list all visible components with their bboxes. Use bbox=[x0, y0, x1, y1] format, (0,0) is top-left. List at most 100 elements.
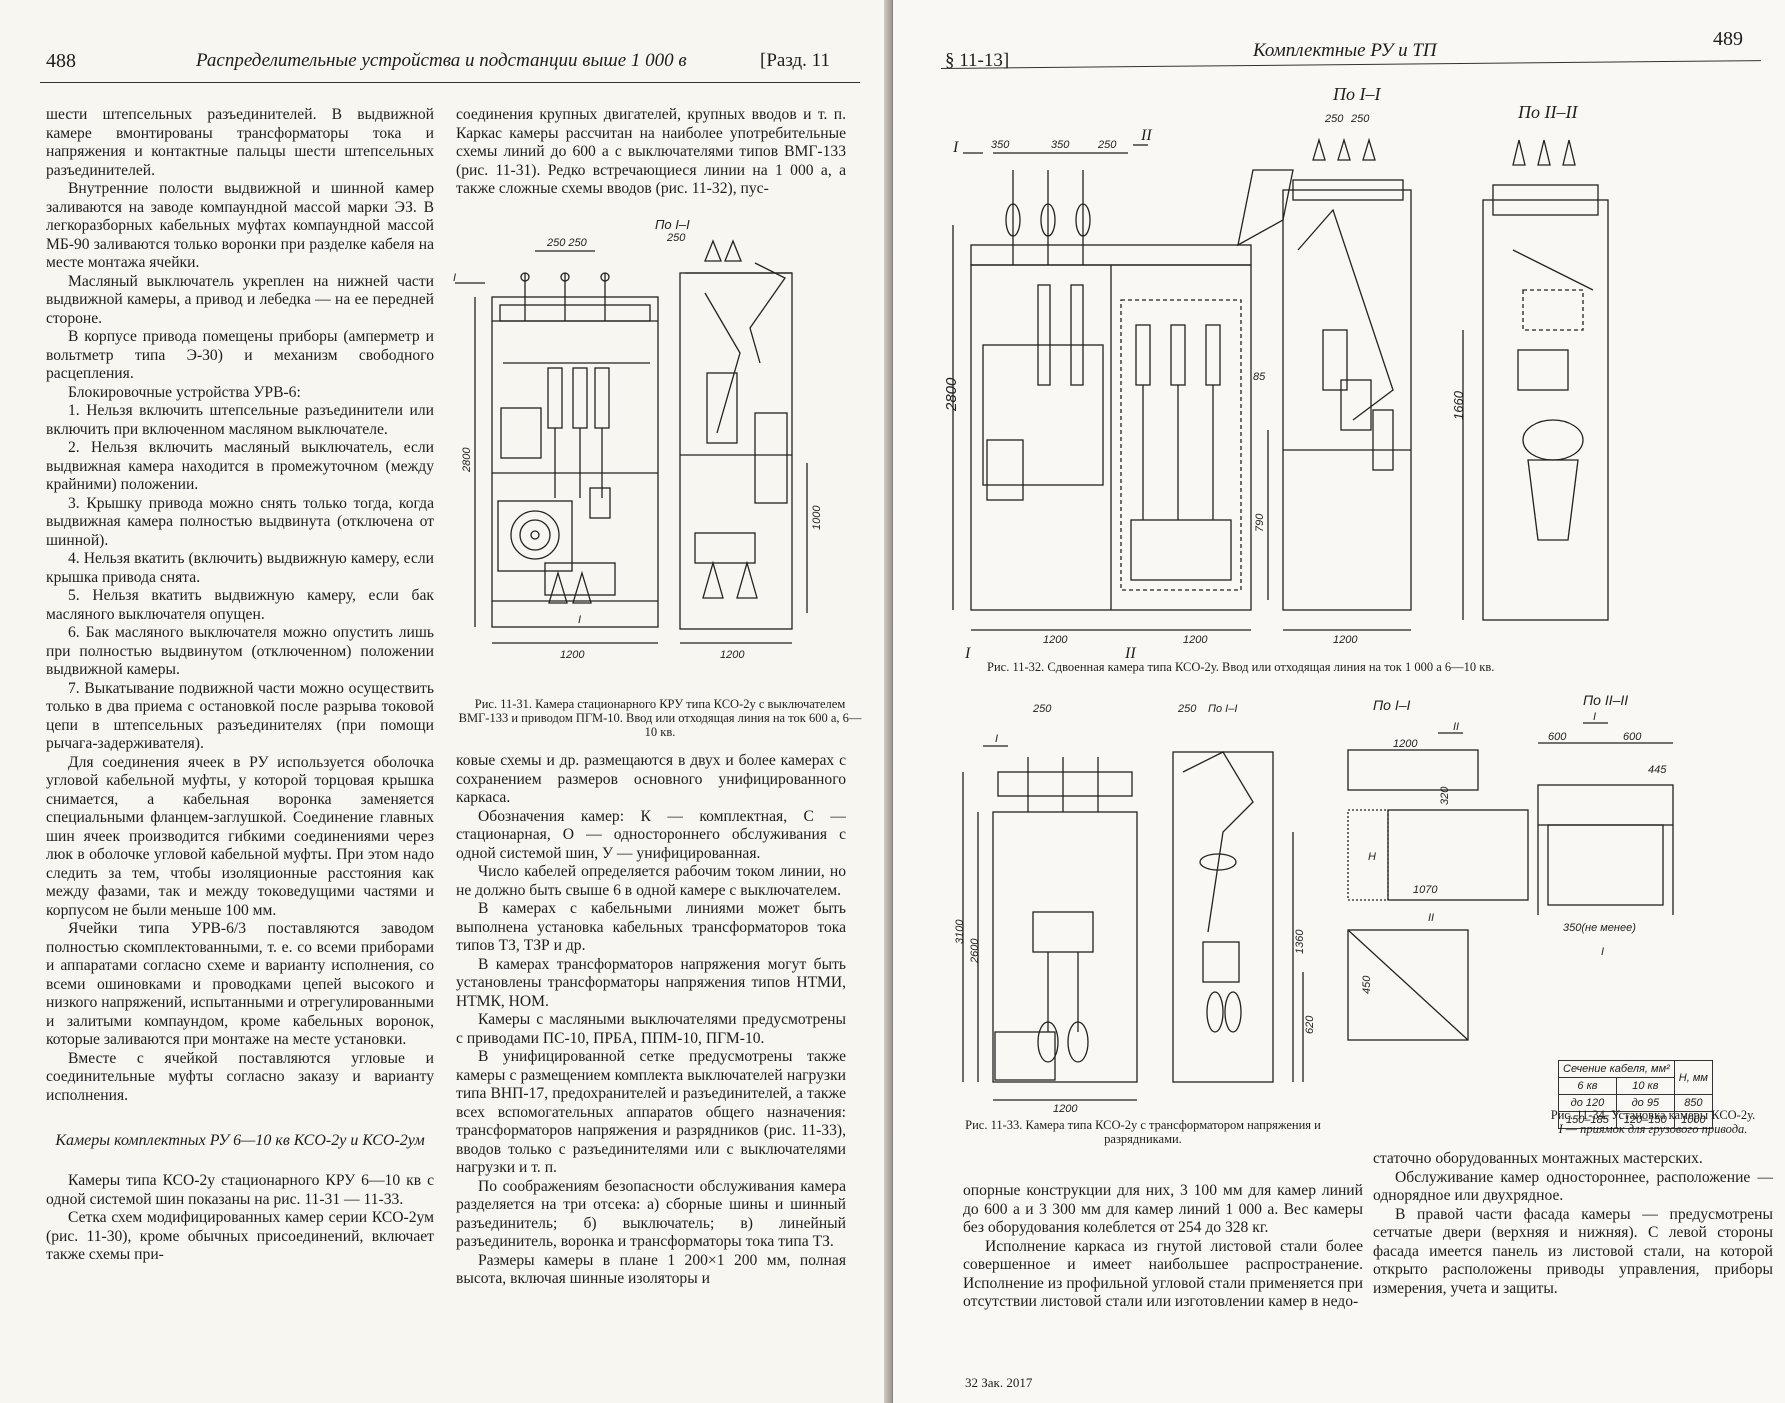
fig33-dim-3100: 3100 bbox=[954, 919, 966, 944]
fig32-dim-1: 350 bbox=[991, 139, 1010, 151]
fig31-front-frame bbox=[491, 296, 659, 628]
fig32-mark-II-bottom: II bbox=[1124, 645, 1136, 662]
fig33-side-frame bbox=[1172, 751, 1274, 1083]
fig33-caption: Рис. 11-33. Камера типа КСО-2у с трансфо… bbox=[965, 1118, 1321, 1146]
fig32-section-1: По I–I bbox=[1332, 84, 1381, 104]
table-cell: 1000 bbox=[1673, 1111, 1713, 1129]
fig33-dim-top: 250 bbox=[1032, 703, 1052, 715]
fig33-dim-bottom: 1200 bbox=[1053, 1103, 1078, 1115]
paragraph: Блокировочные устройства УРВ-6: bbox=[68, 383, 301, 401]
page-number-left: 488 bbox=[46, 50, 76, 72]
fig31-dim-side: 1000 bbox=[811, 505, 823, 530]
fig34-table: Сечение кабеля, мм² Н, мм 6 кв 10 кв до … bbox=[1558, 1060, 1713, 1129]
paragraph: По соображениям безопасности обслуживани… bbox=[456, 1177, 846, 1251]
fig34-caption-line1: Рис. 11-34. Установка камеры КСО-2у. bbox=[1550, 1108, 1756, 1122]
running-title-left: Распределительные устройства и подстанци… bbox=[196, 50, 687, 71]
figure-11-34: По I–I По II–II II 1200 320 H 1070 II 45… bbox=[1347, 692, 1674, 1041]
fig32-dim-mid-2: 250 bbox=[1350, 113, 1370, 125]
paragraph: Камеры типа КСО-2у стационарного КРУ 6—1… bbox=[46, 1172, 434, 1208]
paragraph: статочно оборудованных монтажных мастерс… bbox=[1373, 1150, 1703, 1167]
table-head-H: Н, мм bbox=[1673, 1060, 1713, 1095]
table-sub-6kv: 6 кв bbox=[1558, 1077, 1617, 1095]
fig32-dim-85: 85 bbox=[1253, 371, 1266, 383]
paragraph: В корпусе привода помещены приборы (ампе… bbox=[46, 328, 434, 382]
fig34-caption: Рис. 11-34. Установка камеры КСО-2у. I —… bbox=[1533, 1108, 1773, 1136]
fig33-dim-top-right: 250 bbox=[1177, 703, 1197, 715]
right-column-b: статочно оборудованных монтажных мастерс… bbox=[1373, 1150, 1773, 1298]
paragraph: Ячейки типа УРВ-6/3 поставляются заводом… bbox=[46, 920, 434, 1048]
fig34-mark-II: II bbox=[1453, 721, 1459, 733]
page-number-right: 489 bbox=[1713, 28, 1743, 50]
fig34-mark-II-bottom: II bbox=[1428, 912, 1434, 924]
col2-bottom-paragraphs: ковые схемы и др. размещаются в двух и б… bbox=[456, 752, 846, 1289]
paragraph: 3. Крышку привода можно снять только тог… bbox=[46, 494, 434, 549]
section-ref-right: § 11-13] bbox=[945, 50, 1010, 71]
fig33-dim-620: 620 bbox=[1304, 1015, 1316, 1034]
fig32-section-2-frame bbox=[1482, 199, 1609, 621]
fig32-dim-height: 2800 bbox=[943, 377, 960, 412]
fig32-mark-I-bottom: I bbox=[964, 645, 971, 662]
paragraph: Исполнение каркаса из гнутой листовой ст… bbox=[963, 1237, 1363, 1311]
paragraph: Размеры камеры в плане 1 200×1 200 мм, п… bbox=[456, 1251, 846, 1288]
fig33-front-frame bbox=[992, 811, 1138, 1083]
paragraph: 2. Нельзя включить масляный выключатель,… bbox=[46, 439, 434, 493]
fig31-dim-bottom-left: 1200 bbox=[560, 649, 585, 661]
fig32-mark-II: II bbox=[1140, 127, 1152, 144]
table-head-section: Сечение кабеля, мм² bbox=[1558, 1060, 1675, 1078]
right-page: § 11-13] Комплектные РУ и ТП 489 I 350 3… bbox=[893, 0, 1785, 1403]
paragraph: ковые схемы и др. размещаются в двух и б… bbox=[456, 752, 846, 806]
fig31-caption: Рис. 11-31. Камера стационарного КРУ тип… bbox=[458, 697, 862, 739]
fig34-mark-I: I bbox=[1593, 711, 1596, 723]
fig32-mark-I: I bbox=[952, 139, 959, 156]
col2-top-paragraphs: соединения крупных двигателей, крупных в… bbox=[456, 106, 846, 199]
table-row: 150–185 120–150 1000 bbox=[1558, 1111, 1713, 1129]
paragraph: Обслуживание камер одностороннее, распол… bbox=[1373, 1168, 1773, 1205]
paragraph: Число кабелей определяется рабочим током… bbox=[456, 863, 846, 899]
paragraph: 6. Бак масляного выключателя можно опуст… bbox=[46, 624, 434, 678]
right-col-a-paragraphs: опорные конструкции для них, 3 100 мм дл… bbox=[963, 1182, 1363, 1312]
paragraph: опорные конструкции для них, 3 100 мм дл… bbox=[963, 1182, 1363, 1236]
fig31-side-frame bbox=[679, 272, 793, 630]
fig32-dim-2: 350 bbox=[1051, 139, 1070, 151]
paragraph: 1. Нельзя включить штепсельные разъедини… bbox=[46, 402, 434, 438]
fig34-dim-450: 450 bbox=[1361, 975, 1373, 994]
fig32-dim-bottom-2: 1200 bbox=[1183, 634, 1208, 646]
fig31-dim-height: 2800 bbox=[461, 447, 473, 473]
fig34-dim-H: H bbox=[1368, 851, 1376, 863]
fig32-dim-bottom-3: 1200 bbox=[1333, 634, 1358, 646]
left-column-2-top: соединения крупных двигателей, крупных в… bbox=[456, 106, 846, 199]
paragraph: Обозначения камер: К — комплектная, С — … bbox=[456, 807, 846, 862]
col1-paragraphs: шести штепсельных разъединителей. В выдв… bbox=[46, 106, 434, 1105]
paragraph: соединения крупных двигателей, крупных в… bbox=[456, 106, 846, 197]
fig31-dims-top: 250 250 bbox=[546, 237, 588, 249]
fig34-dim-1200: 1200 bbox=[1393, 738, 1418, 750]
left-column-1: шести штепсельных разъединителей. В выдв… bbox=[46, 106, 434, 1265]
paragraph: В камерах с кабельными линиями может быт… bbox=[456, 900, 846, 954]
figure-11-33: 250 250 По I–I I 3100 2600 1200 1360 620 bbox=[954, 703, 1316, 1115]
right-column-a: опорные конструкции для них, 3 100 мм дл… bbox=[963, 1182, 1363, 1312]
header-rule-left bbox=[40, 82, 860, 83]
figure-11-31: 250 250 I 2800 1200 I По I–I 250 bbox=[453, 217, 823, 661]
paragraph: Камеры с масляными выключателями предусм… bbox=[456, 1011, 846, 1047]
fig32-dim-1660: 1660 bbox=[1451, 390, 1466, 420]
table-cell: до 95 bbox=[1615, 1094, 1675, 1112]
paragraph: В камерах трансформаторов напряжения мог… bbox=[456, 955, 846, 1010]
fig31-cut-mark-bottom: I bbox=[578, 614, 581, 626]
figure-11-32: I 350 350 250 II 2800 1200 1200 I II По … bbox=[943, 84, 1609, 662]
fig34-dim-1070: 1070 bbox=[1413, 884, 1438, 896]
left-column-2-bottom: ковые схемы и др. размещаются в двух и б… bbox=[456, 752, 846, 1289]
paragraph: Сетка схем модифицированных камер серии … bbox=[46, 1209, 434, 1263]
fig33-section-label: По I–I bbox=[1208, 703, 1237, 715]
right-col-b-paragraphs: статочно оборудованных монтажных мастерс… bbox=[1373, 1150, 1773, 1298]
paragraph: Внутренние полости выдвижной и шинной ка… bbox=[46, 180, 434, 271]
paragraph: В унифицированной сетке предусмотрены та… bbox=[456, 1048, 846, 1176]
fig33-dim-2600: 2600 bbox=[969, 938, 981, 964]
fig33-dim-1360: 1360 bbox=[1294, 929, 1306, 954]
fig34-dim-600-l: 600 bbox=[1548, 731, 1567, 743]
fig32-caption: Рис. 11-32. Сдвоенная камера типа КСО-2у… bbox=[987, 660, 1495, 674]
paragraph: 7. Выкатывание подвижной части можно осу… bbox=[46, 679, 434, 753]
paragraph: В правой части фасада камеры — предусмот… bbox=[1373, 1205, 1773, 1297]
table-row: до 120 до 95 850 bbox=[1558, 1094, 1713, 1112]
fig31-dim-top-right: 250 bbox=[666, 232, 686, 244]
col1-after-paragraphs: Камеры типа КСО-2у стационарного КРУ 6—1… bbox=[46, 1172, 434, 1265]
